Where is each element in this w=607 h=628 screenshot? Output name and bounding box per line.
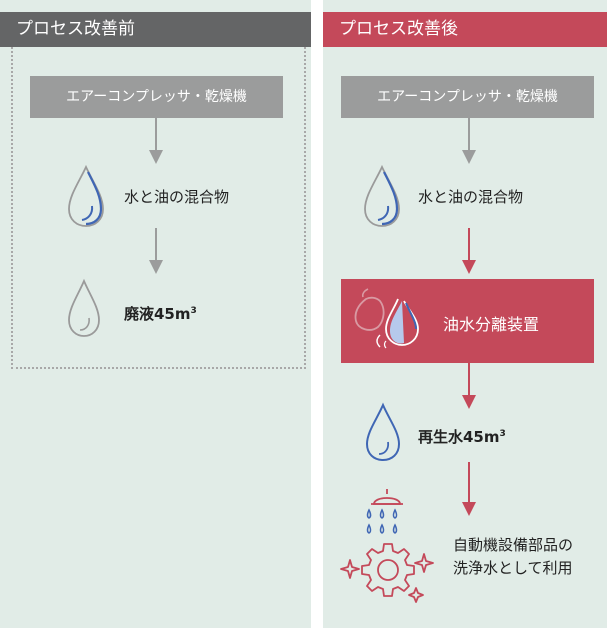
waste-label: 廃液45m3 (124, 305, 197, 323)
after-arrow-2 (462, 228, 476, 274)
separator-label: 油水分離装置 (443, 315, 540, 334)
water-oil-drop-icon (68, 164, 104, 227)
usage-label-line1: 自動機設備部品の (453, 536, 574, 554)
before-arrow-1 (149, 118, 163, 164)
before-dotted-frame (11, 47, 306, 369)
before-arrow-2 (149, 228, 163, 274)
before-header: プロセス改善前 (0, 12, 311, 47)
after-arrow-4 (462, 462, 476, 516)
after-header: プロセス改善後 (323, 12, 607, 47)
gear-icon (340, 543, 434, 603)
before-source-box: エアーコンプレッサ・乾燥機 (30, 76, 283, 118)
after-source-box: エアーコンプレッサ・乾燥機 (341, 76, 594, 118)
usage-label-line2: 洗浄水として利用 (453, 559, 573, 577)
gray-drop-icon (68, 278, 100, 337)
water-oil-drop-icon (364, 164, 400, 227)
after-mixture-label: 水と油の混合物 (418, 188, 524, 206)
split-drops-icon (354, 288, 419, 349)
after-arrow-1 (462, 118, 476, 164)
after-arrow-3 (462, 363, 476, 409)
recycled-label: 再生水45m3 (418, 428, 506, 446)
separator-box (341, 279, 594, 363)
blue-drop-icon (365, 402, 401, 462)
before-mixture-label: 水と油の混合物 (124, 188, 230, 206)
shower-icon (366, 489, 403, 534)
